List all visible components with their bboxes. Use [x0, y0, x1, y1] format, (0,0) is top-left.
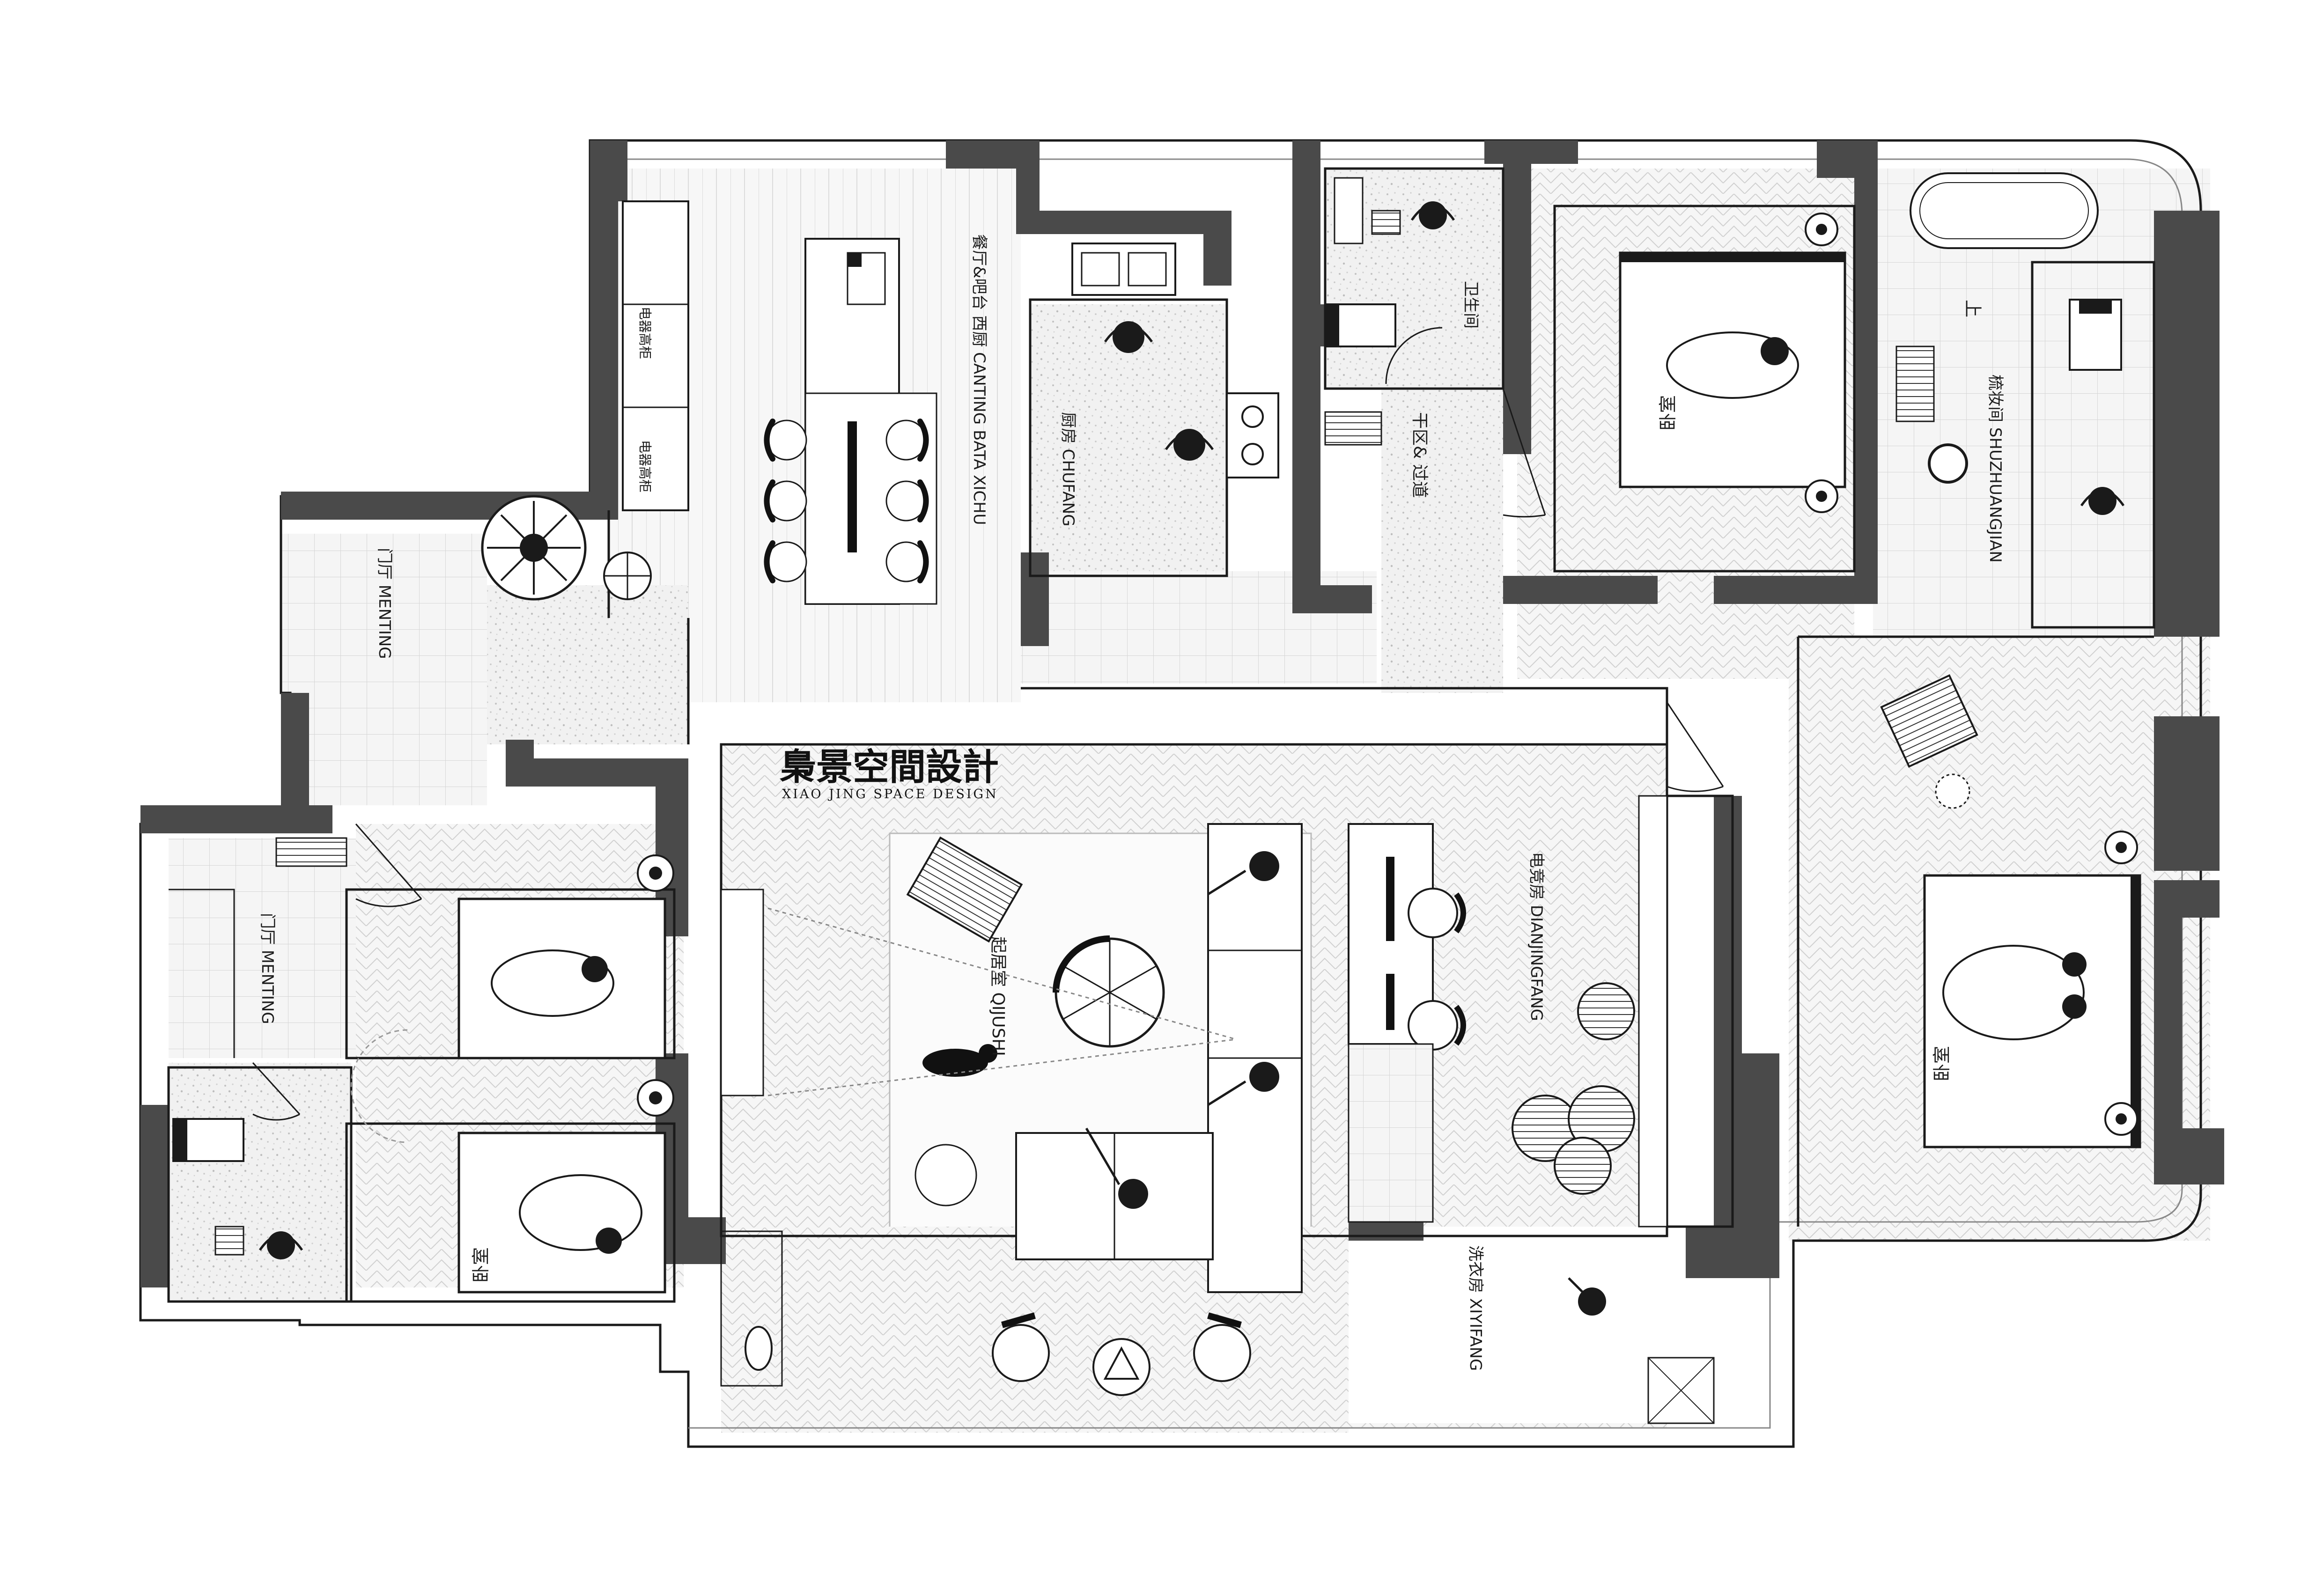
dining-chairs — [766, 419, 927, 582]
nightstand-icon — [1805, 213, 1838, 513]
dressing-group — [1895, 172, 2125, 515]
coffee-table-icon — [1053, 935, 1165, 1048]
sleeping-person-icon — [1942, 945, 2087, 1040]
person-icon — [1410, 201, 1455, 229]
doors — [252, 327, 1724, 1121]
bedroom-top-group — [1619, 213, 1846, 513]
vanity — [1895, 346, 1935, 422]
cloud-chair-icon — [1512, 1085, 1635, 1195]
bedroom-right-label: 卧室 — [1932, 1046, 1952, 1081]
entry-floor — [281, 534, 487, 805]
entry2-floor — [169, 838, 356, 1058]
plant-icon — [481, 495, 587, 601]
brand-name-en: XIAO JING SPACE DESIGN — [782, 787, 998, 802]
person-icon — [1085, 1127, 1148, 1209]
bed — [457, 897, 666, 1059]
sleeping-person-icon — [1666, 331, 1799, 399]
person-icon — [258, 1231, 303, 1259]
ottoman-icon — [1577, 982, 1635, 1040]
cat-icon — [745, 1326, 773, 1371]
bed — [1923, 874, 2141, 1148]
tall-cabinet — [622, 200, 689, 511]
brand-name-cn: 梟景空間設計 — [780, 746, 999, 788]
person-icon — [1568, 1277, 1606, 1316]
bedroom-left-label: 卧室 — [471, 1247, 491, 1283]
cabinet-label-1: 电器高柜 — [637, 307, 653, 359]
entry-label: 门厅 MENTING — [375, 548, 394, 659]
dry-area-floor — [1381, 389, 1503, 693]
toilet-group — [1324, 177, 1455, 446]
entry2-label: 门厅 MENTING — [258, 913, 277, 1024]
walls — [140, 140, 2224, 1287]
bedroom-right-group — [1880, 674, 2141, 1148]
entry-speckle — [487, 585, 688, 744]
dressing-label: 梳妆间 SHUZHUANGJIAN — [1986, 375, 2005, 563]
laundry-group — [1568, 795, 1715, 1424]
dry-area-label: 干区& 过道 — [1410, 412, 1429, 498]
person-icon — [1104, 321, 1153, 353]
person-icon — [1165, 429, 1214, 461]
person-icon — [1207, 1062, 1279, 1106]
dog-icon — [922, 1044, 997, 1077]
lounge-chair-icon — [1880, 674, 1978, 768]
left-toilet-floor — [169, 1063, 351, 1302]
laundry-label: 洗衣房 XIYIFANG — [1466, 1245, 1485, 1371]
balcony-chair-icon — [992, 1312, 1251, 1382]
brand: 梟景空間設計 XIAO JING SPACE DESIGN — [780, 746, 999, 802]
labels: 餐厅&吧台 西厨 CANTING BATA XICHU 电器高柜 电器高柜 厨房… — [258, 234, 2005, 1371]
dining-group — [622, 200, 937, 605]
esports-group — [1348, 823, 1635, 1223]
triangle-table-icon — [1092, 1338, 1150, 1396]
living-label: 起居室 QIJUSHI — [988, 936, 1008, 1056]
sleeping-person-icon — [519, 1174, 642, 1254]
toilet-label: 卫生间 — [1461, 281, 1480, 329]
person-icon — [1207, 851, 1279, 896]
dining-label: 餐厅&吧台 西厨 CANTING BATA XICHU — [970, 234, 988, 525]
bathtub — [1910, 172, 2099, 249]
person-icon — [2080, 487, 2125, 515]
bed — [457, 1132, 666, 1294]
bedroom-left-group — [350, 854, 674, 1294]
bedroom-top-label: 卧室 — [1658, 395, 1678, 431]
living-group — [720, 823, 1303, 1396]
kitchen-group — [1071, 243, 1279, 478]
lounge-chair-icon — [906, 836, 1023, 943]
laundry-floor — [1349, 1227, 1667, 1423]
washer — [1324, 411, 1382, 446]
kitchen-label: 厨房 CHUFANG — [1059, 412, 1077, 526]
umbrella-icon — [603, 552, 652, 600]
tv-screen — [720, 889, 764, 1096]
toilet-mark-label: 上 — [1962, 300, 1983, 317]
cabinet-label-2: 电器高柜 — [637, 440, 653, 493]
left-wing-group — [169, 837, 347, 1259]
bed — [1619, 251, 1846, 488]
sleeping-person-icon — [491, 949, 614, 1017]
esports-label: 电竞房 DIANJINGFANG — [1527, 852, 1546, 1021]
